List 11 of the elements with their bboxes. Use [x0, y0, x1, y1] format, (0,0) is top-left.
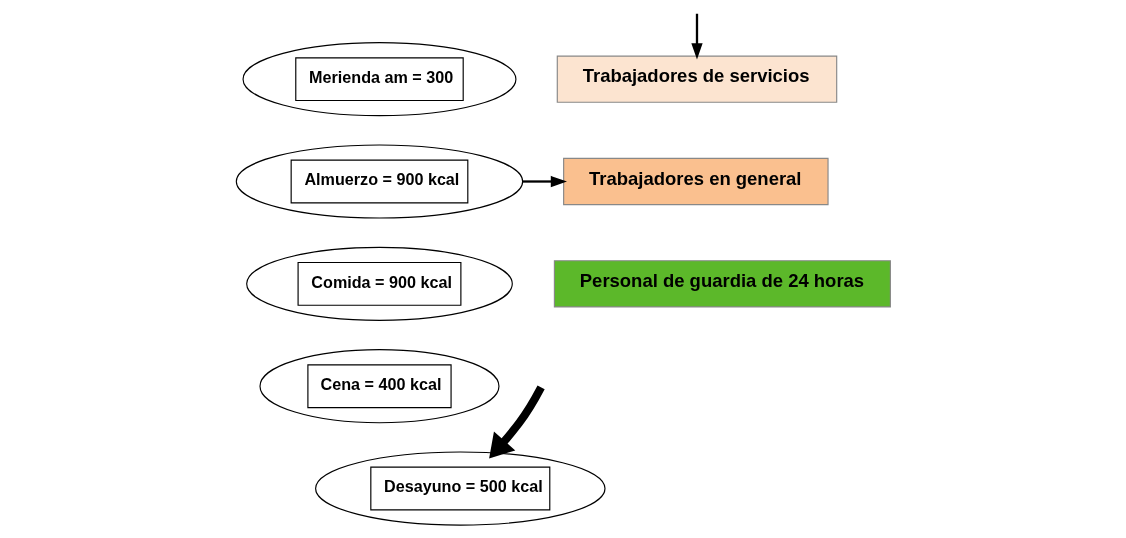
node-ellipse: Desayuno = 500 kcal: [314, 451, 606, 526]
arrow: [690, 13, 703, 60]
node-ellipse: Comida = 900 kcal: [245, 246, 513, 321]
node-box: Trabajadores en general: [562, 157, 829, 206]
node-ellipse: Almuerzo = 900 kcal: [235, 144, 523, 219]
node-ellipse: Merienda am = 300: [241, 42, 516, 117]
node-ellipse: Cena = 400 kcal: [258, 349, 500, 424]
arrow: [488, 385, 545, 459]
arrow: [522, 175, 567, 188]
node-box: Trabajadores de servicios: [556, 55, 837, 103]
node-box: Personal de guardia de 24 horas: [553, 260, 891, 308]
